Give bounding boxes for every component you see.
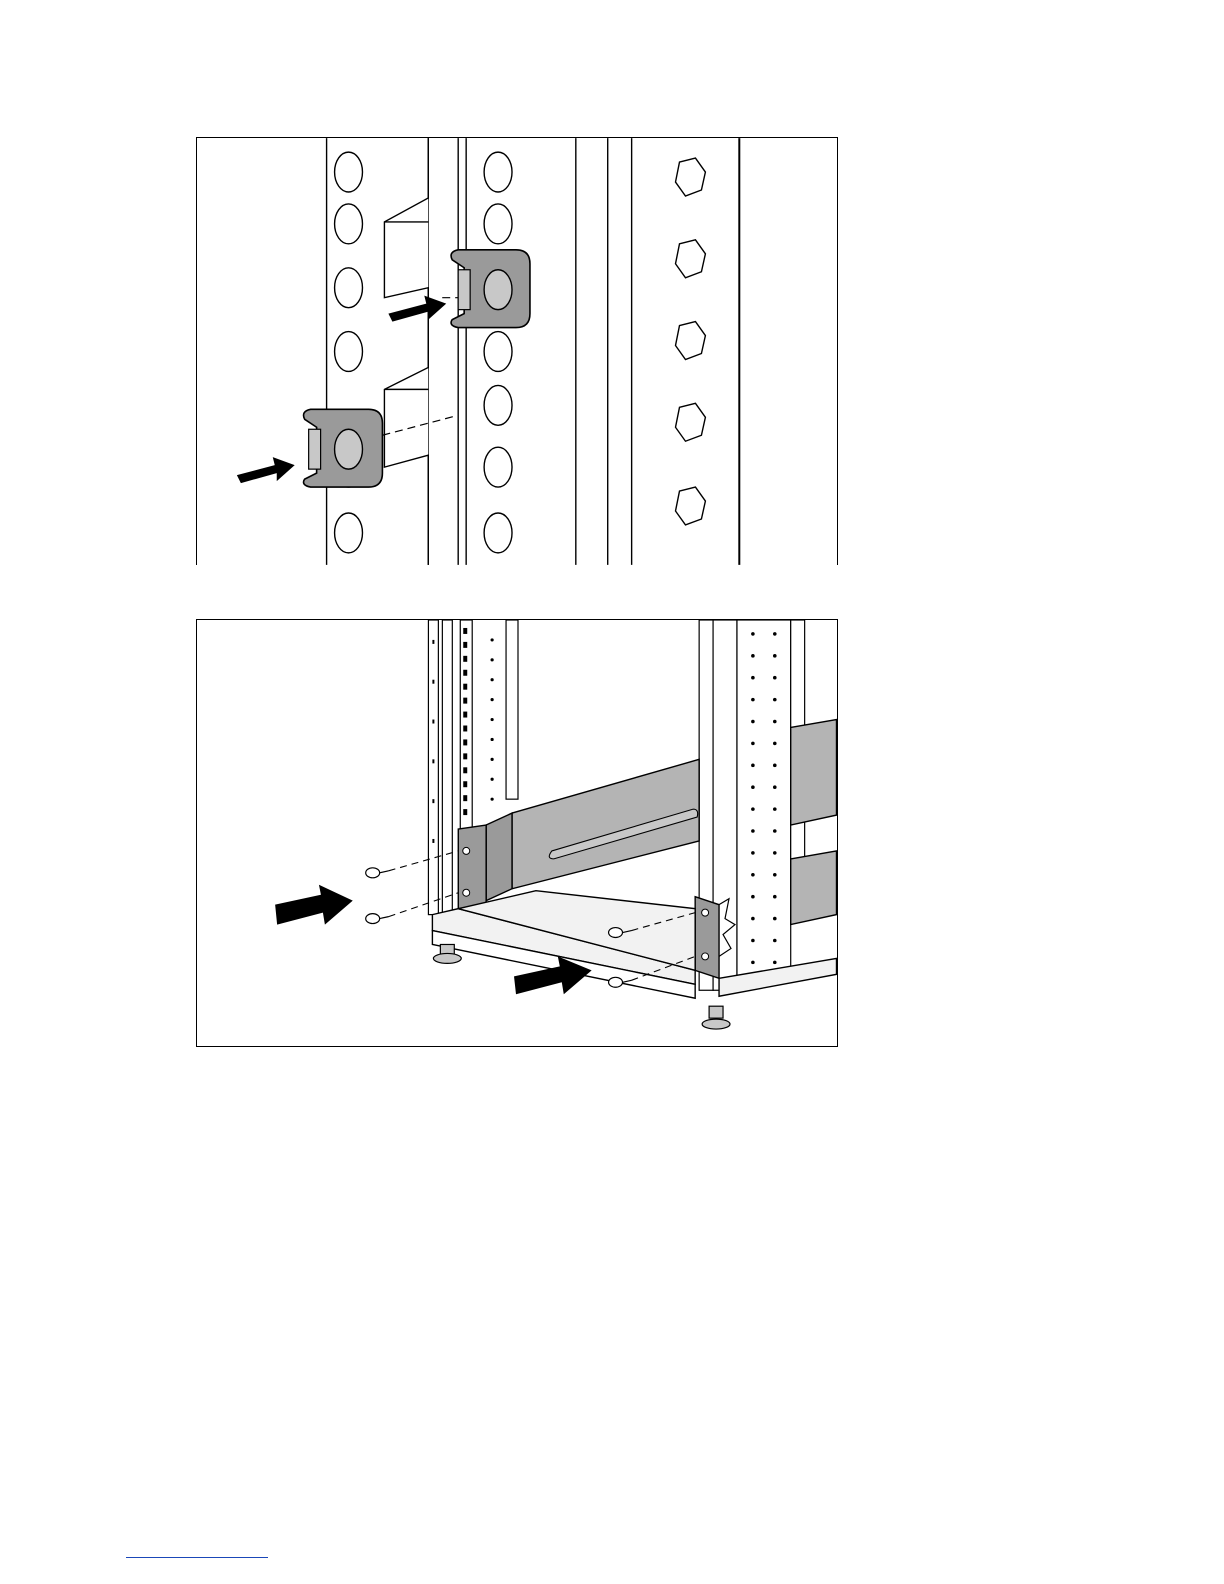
- cage-nut-icon: [304, 409, 383, 487]
- post-holes-left: [335, 152, 363, 553]
- footer-link-rule: [126, 1557, 268, 1558]
- cage-nut-figure: [196, 137, 838, 565]
- cage-nut-illustration: [197, 138, 837, 565]
- post-holes-middle: [484, 152, 512, 553]
- bracket-icon: [458, 825, 486, 909]
- rail-bracket-illustration: [197, 620, 837, 1046]
- rail-bracket-figure: [196, 619, 838, 1047]
- cage-nut-icon: [451, 250, 530, 328]
- hex-nut-icon: [676, 158, 706, 525]
